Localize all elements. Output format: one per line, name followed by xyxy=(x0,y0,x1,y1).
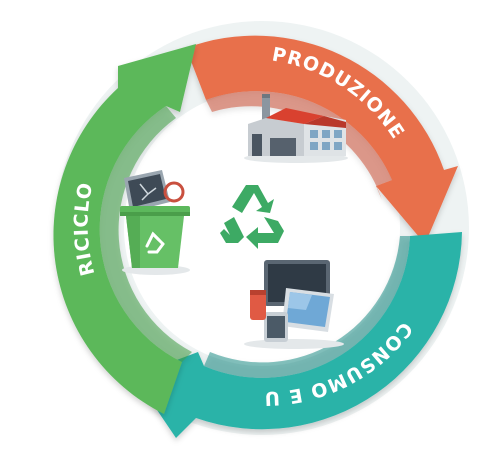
arrow-riciclo xyxy=(53,44,197,414)
factory-icon xyxy=(244,94,348,163)
recycle-symbol-icon xyxy=(220,185,284,249)
recycle-bin-icon xyxy=(120,170,190,275)
electronics-devices-icon xyxy=(244,260,344,349)
arrow-consumo-uso xyxy=(134,232,462,438)
